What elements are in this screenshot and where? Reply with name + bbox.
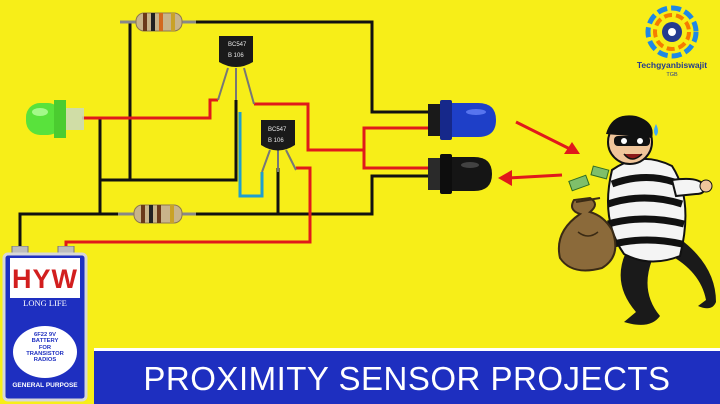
money-bag-icon bbox=[558, 196, 617, 272]
battery-info-line: TRANSISTOR bbox=[26, 350, 64, 357]
battery-info-line: FOR bbox=[38, 344, 52, 351]
logo-sub: TGB bbox=[666, 72, 678, 78]
logo-icon bbox=[645, 5, 699, 59]
logo-name: Techgyanbiswajit bbox=[636, 60, 708, 70]
black-wires bbox=[18, 20, 432, 252]
ir-transmitter-led-icon bbox=[428, 100, 496, 140]
blue-wire bbox=[238, 112, 264, 198]
battery-brand: HYW bbox=[12, 264, 78, 294]
resistor-top-icon bbox=[120, 12, 196, 32]
green-led-icon bbox=[26, 100, 84, 138]
thief-icon bbox=[606, 115, 716, 325]
signal-arrow-out bbox=[515, 120, 580, 154]
signal-arrow-back bbox=[498, 170, 563, 186]
battery-tagline: LONG LIFE bbox=[23, 298, 67, 308]
battery-9v-icon: HYW LONG LIFE 6F22 9V BATTERY FOR TRANSI… bbox=[2, 246, 88, 402]
resistor-bottom-icon bbox=[118, 204, 196, 224]
channel-logo: Techgyanbiswajit TGB bbox=[630, 4, 714, 82]
transistor-2-code: B 106 bbox=[268, 138, 284, 144]
transistor-1-code: B 106 bbox=[228, 53, 244, 59]
cash-icon bbox=[568, 165, 610, 192]
battery-purpose: GENERAL PURPOSE bbox=[12, 382, 78, 389]
transistor-1-part: BC547 bbox=[228, 42, 247, 48]
battery-info-line: BATTERY bbox=[31, 338, 59, 345]
page-title: PROXIMITY SENSOR PROJECTS bbox=[143, 360, 671, 397]
transistor-2-icon: BC547 B 106 bbox=[261, 120, 297, 173]
battery-info-line: RADIOS bbox=[33, 357, 57, 364]
battery-info: 6F22 9V BATTERY FOR TRANSISTOR RADIOS bbox=[16, 332, 74, 363]
red-wires bbox=[64, 98, 432, 252]
transistor-2-part: BC547 bbox=[268, 127, 287, 133]
battery-info-line: 6F22 9V bbox=[34, 332, 56, 338]
ir-receiver-icon bbox=[428, 154, 492, 194]
title-banner: PROXIMITY SENSOR PROJECTS bbox=[94, 348, 720, 404]
transistor-1-icon: BC547 B 106 bbox=[217, 36, 255, 105]
